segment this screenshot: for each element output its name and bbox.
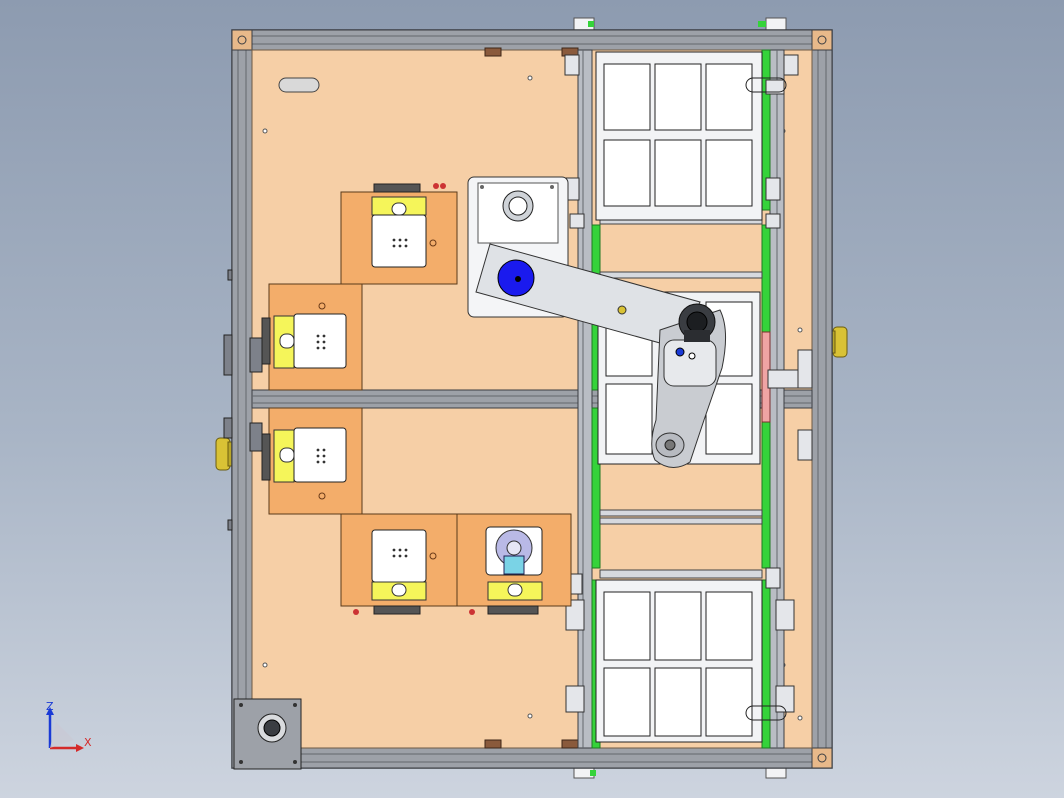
station-lower-center[interactable] (340, 513, 458, 615)
station-upper-left[interactable] (261, 283, 363, 391)
plate-slot (278, 77, 320, 93)
robot-wrist[interactable] (678, 303, 716, 342)
tray-bottom[interactable] (595, 579, 763, 743)
station-upper-center[interactable] (340, 183, 458, 285)
conveyor-oval-slots (745, 77, 787, 721)
coordinate-triad: Z X (46, 700, 92, 752)
robot-arm-link-2[interactable] (651, 309, 726, 468)
x-axis-label: X (84, 736, 92, 749)
tray-top[interactable] (595, 51, 763, 221)
station-lower-left[interactable] (261, 407, 363, 515)
drive-motor-box[interactable] (233, 698, 302, 770)
station-lower-right[interactable] (456, 513, 572, 615)
frame-clamps (573, 17, 787, 779)
conveyor-right-rail[interactable] (761, 49, 785, 749)
z-axis-label: Z (46, 700, 54, 713)
